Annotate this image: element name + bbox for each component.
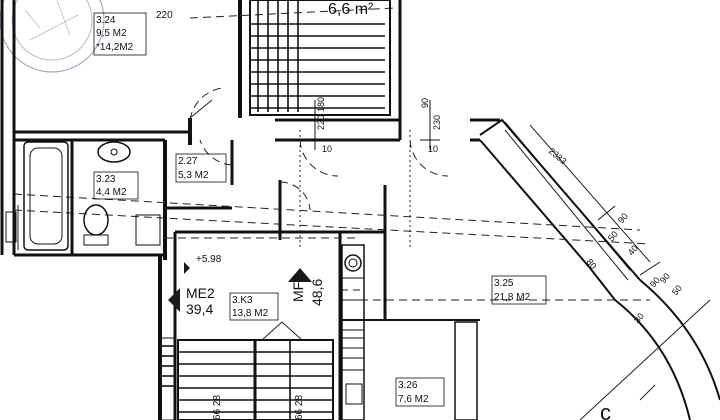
room-3-k3-id: 3.K3 (232, 295, 253, 306)
dim-80: 80 (584, 257, 598, 271)
area-top: 6,6 m² (328, 1, 374, 18)
dim-10-left: 10 (322, 144, 332, 154)
marker-me2-label: ME2 (186, 285, 215, 301)
dim-220-vert: 220 (316, 115, 326, 130)
stair-right-value: 66 28 (294, 395, 305, 420)
marker-mf2-label: MF2 (290, 274, 306, 302)
door-swings (189, 87, 449, 211)
curved-bay-wall (479, 118, 720, 420)
washbasin (97, 141, 131, 163)
dim-2333: 2333 (547, 146, 569, 167)
stair-left-value: 66 28 (212, 395, 223, 420)
mark-c: c (600, 400, 611, 420)
stair-hatching-top (249, 0, 391, 116)
shower (135, 214, 161, 246)
room-3-25-id: 3.25 (494, 278, 514, 289)
label-boxes (93, 12, 547, 407)
dim-90-d: 90 (658, 271, 672, 285)
diagonal-stroke (579, 299, 711, 420)
dim-90-c: 90 (648, 275, 662, 289)
room-3-24-area2: *14,2M2 (96, 42, 134, 53)
room-3-24-id: 3.24 (96, 15, 116, 26)
small-stroke (639, 384, 656, 401)
dim-90-b: 90 (616, 211, 630, 225)
marker-triangles (168, 262, 312, 312)
room-3-23-area: 4,4 M2 (96, 187, 127, 198)
toilet (83, 204, 109, 236)
dim-30: 30 (632, 311, 646, 325)
dim-90: 90 (420, 98, 430, 108)
stair-bottom (159, 321, 334, 420)
room-3-k3-area: 13,8 M2 (232, 308, 269, 319)
bathtub (23, 141, 69, 251)
bathroom-fixtures (5, 141, 161, 251)
room-2-27-area: 5,3 M2 (178, 170, 209, 181)
marker-mf2-value: 48,6 (309, 279, 325, 306)
room-3-25-area: 21,8 M2 (494, 292, 531, 303)
dim-50-b: 50 (670, 283, 684, 297)
dim-230: 230 (432, 115, 442, 130)
dashed-lines (13, 7, 651, 301)
dim-10-right: 10 (428, 144, 438, 154)
dim-180: 180 (316, 97, 326, 112)
level-598: +5.98 (196, 254, 222, 265)
dim-40: 40 (626, 243, 640, 257)
room-3-24-area: 9,5 M2 (96, 28, 127, 39)
room-3-26-id: 3.26 (398, 380, 418, 391)
stove-burner (344, 254, 362, 272)
kitchen-counter (341, 244, 478, 420)
stamp-seal (0, 0, 105, 73)
dimension-lines (305, 100, 661, 276)
dim-220-top: 220 (156, 10, 173, 21)
labels: 220 6,6 m² 3.24 9,5 M2 *14,2M2 180 220 9… (96, 1, 684, 420)
dim-50-a: 50 (606, 229, 620, 243)
room-3-26-area: 7,6 M2 (398, 394, 429, 405)
room-2-27-id: 2.27 (178, 156, 198, 167)
room-3-23-id: 3.23 (96, 174, 116, 185)
marker-me2-value: 39,4 (186, 301, 213, 317)
